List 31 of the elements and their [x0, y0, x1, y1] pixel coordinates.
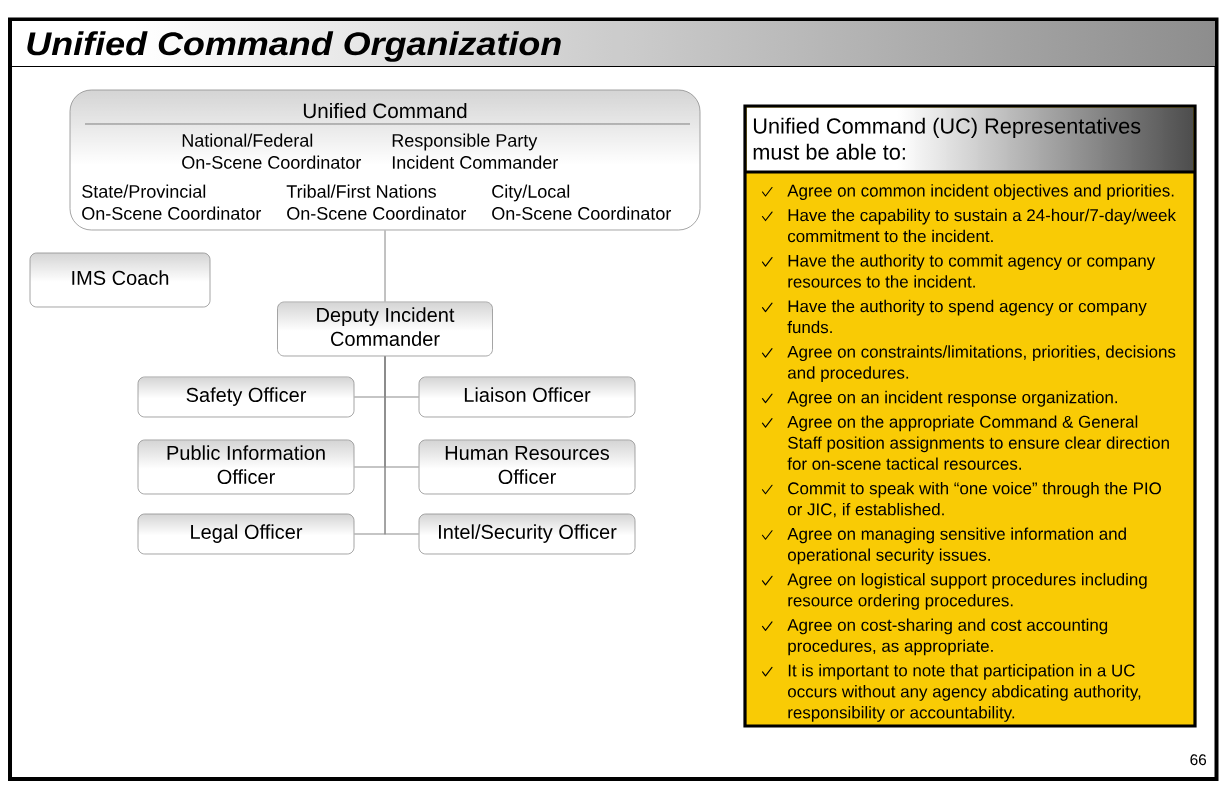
- role-text: National/Federal On-Scene Coordinator: [182, 133, 361, 169]
- position-box: IMS Coach: [29, 252, 211, 308]
- list-item: Agree on managing sensitive information and operational security issues.: [787, 527, 1126, 565]
- list-item: Agree on constraints/limitations, priorities, decisions and procedures.: [787, 345, 1176, 383]
- title-banner: Unified Command Organization: [10, 21, 1216, 68]
- connector-line: [384, 229, 386, 303]
- role-text: Tribal/First Nations On-Scene Coordinator: [286, 184, 466, 220]
- role-text: State/Provincial On-Scene Coordinator: [82, 184, 261, 220]
- list-item: Have the authority to commit agency or company resources to the incident.: [788, 254, 1156, 288]
- list-item: Agree on an incident response organization.: [787, 390, 1117, 407]
- position-box: Human Resources Officer: [418, 439, 636, 495]
- position-box: Legal Officer: [137, 513, 355, 555]
- box-heading: Unified Command: [303, 103, 467, 119]
- page-number: 66: [1190, 754, 1207, 766]
- list-item: Commit to speak with “one voice” through the PIO or JIC, if established.: [788, 481, 1161, 518]
- list-item: Agree on logistical support procedures including resource ordering procedures.: [787, 573, 1147, 610]
- list-item: Have the capability to sustain a 24-hour/7-day/week commitment to the incident.: [788, 208, 1176, 243]
- position-box: Liaison Officer: [418, 376, 636, 418]
- position-box: Public Information Officer: [137, 439, 355, 495]
- list-item: Agree on common incident objectives and priorities.: [787, 184, 1174, 200]
- position-box: Intel/Security Officer: [418, 513, 636, 555]
- panel-header: Unified Command (UC) Representatives must be able to:: [745, 107, 1195, 174]
- position-box: Safety Officer: [137, 376, 355, 418]
- list-item: Have the authority to spend agency or company funds.: [787, 299, 1147, 334]
- connector-line: [384, 355, 420, 535]
- position-box: Deputy Incident Commander: [277, 301, 493, 357]
- role-text: Responsible Party Incident Commander: [392, 133, 558, 169]
- role-text: City/Local On-Scene Coordinator: [492, 184, 671, 220]
- list-item: Agree on the appropriate Command & General Staff position assignments to ensure clear direction for on-scene tactical resources.: [787, 415, 1169, 470]
- list-item: It is important to note that participation in a UC occurs without any agency abdicating authority, responsibility or accountability.: [788, 664, 1141, 722]
- list-item: Agree on cost-sharing and cost accounting procedures, as appropriate.: [787, 618, 1108, 656]
